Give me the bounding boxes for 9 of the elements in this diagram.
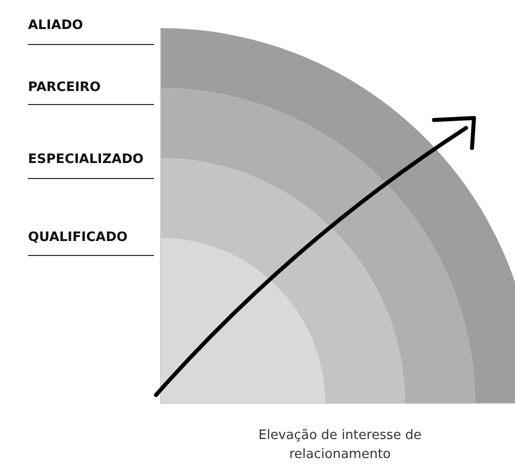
tier-label: ALIADO — [28, 18, 84, 33]
tier-band — [28, 230, 325, 403]
tier-label: ESPECIALIZADO — [28, 152, 144, 167]
tier-band — [28, 152, 405, 403]
axis-caption: Elevação de interesse de relacionamento — [258, 427, 422, 464]
tier-label: PARCEIRO — [28, 80, 101, 95]
tier-label: QUALIFICADO — [28, 230, 128, 245]
tier-band — [28, 18, 515, 403]
tier-band — [28, 80, 475, 403]
